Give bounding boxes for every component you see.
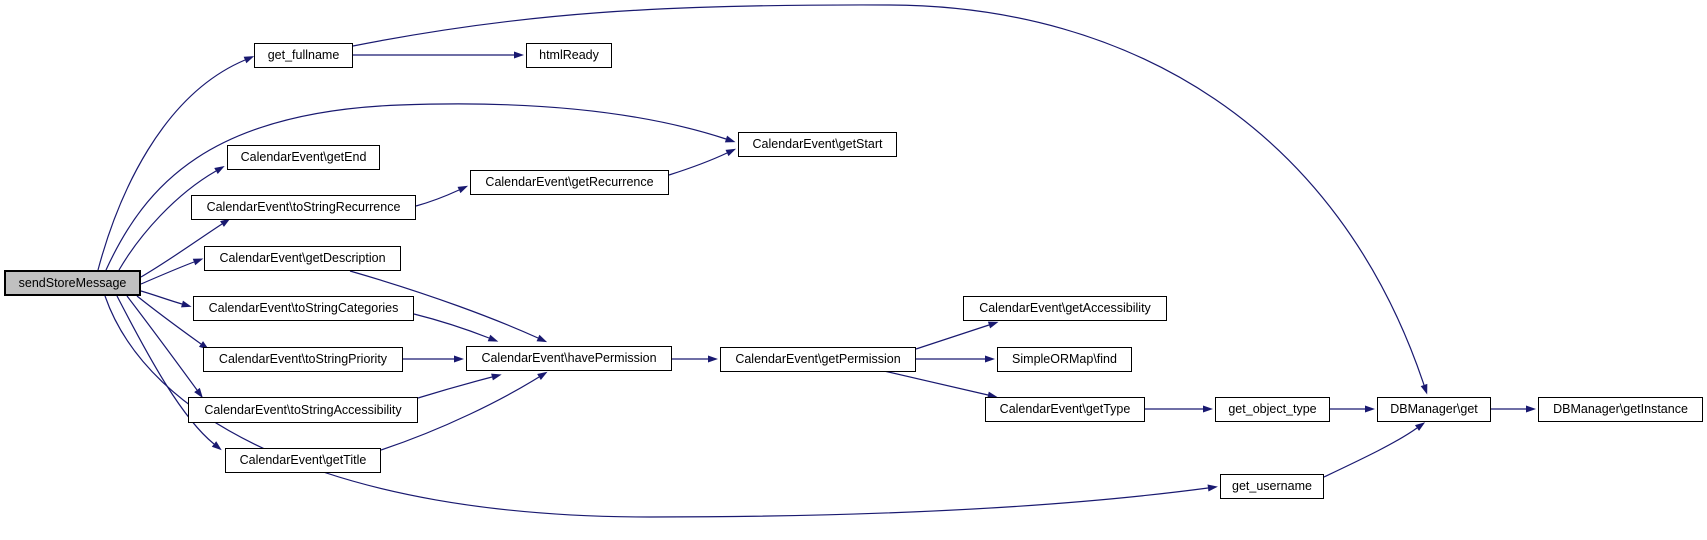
edge-sendstoremessage-tostringcategories (140, 290, 192, 308)
node-get-fullname[interactable]: get_fullname (254, 43, 353, 68)
edge-getrecurrence-getstart (668, 148, 737, 176)
node-calendarevent-getstart[interactable]: CalendarEvent\getStart (738, 132, 897, 157)
node-calendarevent-havepermission[interactable]: CalendarEvent\havePermission (466, 346, 672, 371)
edge-sendstoremessage-tostringrecurrence (140, 218, 231, 278)
node-calendarevent-getrecurrence[interactable]: CalendarEvent\getRecurrence (470, 170, 669, 195)
node-calendarevent-getdescription[interactable]: CalendarEvent\getDescription (204, 246, 401, 271)
edge-sendstoremessage-get-username (104, 295, 1218, 518)
node-dbmanager-get[interactable]: DBManager\get (1377, 397, 1491, 422)
edge-sendstoremessage-getdescription (140, 258, 204, 285)
node-get-username[interactable]: get_username (1220, 474, 1324, 499)
node-calendarevent-getend[interactable]: CalendarEvent\getEnd (227, 145, 380, 170)
edge-get-fullname-dbmanager-get (352, 4, 1428, 395)
edge-tostringrecurrence-getrecurrence (415, 185, 469, 207)
edge-sendstoremessage-getend (118, 166, 225, 271)
node-htmlready[interactable]: htmlReady (526, 43, 612, 68)
node-sendstoremessage: sendStoreMessage (4, 270, 141, 296)
edge-getpermission-getaccessibility (915, 321, 999, 350)
edge-gettitle-havepermission (380, 371, 548, 451)
edge-sendstoremessage-gettitle (116, 295, 222, 451)
edge-tostringaccessibility-havepermission (417, 373, 502, 399)
node-calendarevent-gettitle[interactable]: CalendarEvent\getTitle (225, 448, 381, 473)
edge-sendstoremessage-getstart (105, 103, 736, 271)
node-get-object-type[interactable]: get_object_type (1215, 397, 1330, 422)
node-simpleormap-find[interactable]: SimpleORMap\find (997, 347, 1132, 372)
node-calendarevent-tostringrecurrence[interactable]: CalendarEvent\toStringRecurrence (191, 195, 416, 220)
node-calendarevent-tostringpriority[interactable]: CalendarEvent\toStringPriority (203, 347, 403, 372)
edge-sendstoremessage-get-fullname (97, 56, 255, 271)
node-calendarevent-tostringcategories[interactable]: CalendarEvent\toStringCategories (193, 296, 414, 321)
edge-sendstoremessage-tostringaccessibility (126, 295, 203, 399)
edge-sendstoremessage-tostringpriority (136, 295, 210, 350)
node-calendarevent-gettype[interactable]: CalendarEvent\getType (985, 397, 1145, 422)
edge-getdescription-havepermission (349, 270, 548, 343)
edge-tostringcategories-havepermission (413, 313, 499, 342)
node-calendarevent-tostringaccessibility[interactable]: CalendarEvent\toStringAccessibility (188, 397, 418, 423)
node-calendarevent-getpermission[interactable]: CalendarEvent\getPermission (720, 347, 916, 372)
node-calendarevent-getaccessibility[interactable]: CalendarEvent\getAccessibility (963, 296, 1167, 321)
edge-get-username-dbmanager-get (1323, 422, 1426, 478)
edge-getpermission-gettype (883, 370, 998, 399)
node-dbmanager-getinstance[interactable]: DBManager\getInstance (1538, 397, 1703, 422)
